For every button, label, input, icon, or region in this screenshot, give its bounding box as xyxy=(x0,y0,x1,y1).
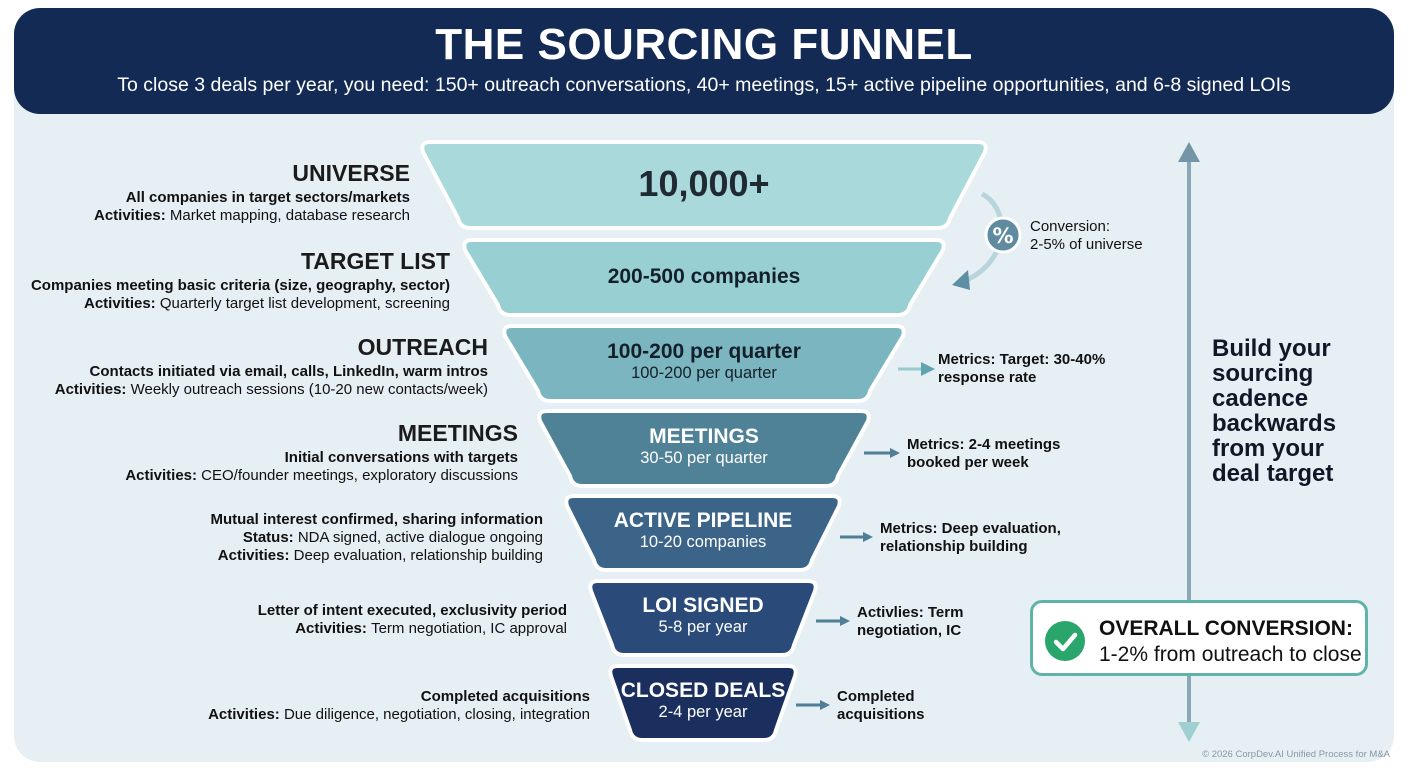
stage-title: UNIVERSE xyxy=(292,160,410,186)
funnel-stage-2 xyxy=(462,238,946,317)
stage-main-label: 10,000+ xyxy=(638,163,770,204)
copyright: © 2026 CorpDev.AI Unified Process for M&… xyxy=(1202,749,1390,760)
funnel-stage-6 xyxy=(588,579,818,657)
stage-description: Letter of intent executed, exclusivity p… xyxy=(257,602,567,637)
stage-metric-note: Metrics: Target: 30-40%response rate xyxy=(938,351,1106,386)
funnel-stage-1 xyxy=(420,140,988,230)
cadence-text: Build your sourcing cadence backwards fr… xyxy=(1212,335,1337,487)
stage-sub-label: 10-20 companies xyxy=(639,533,767,551)
stage-sub-label: 30-50 per quarter xyxy=(640,448,768,467)
svg-text:%: % xyxy=(992,224,1013,248)
stage-main-label: ACTIVE PIPELINE xyxy=(613,509,793,532)
stage-main-label: CLOSED DEALS xyxy=(620,679,786,702)
funnel-stage-7 xyxy=(608,664,798,742)
stage-title: MEETINGS xyxy=(397,420,518,446)
funnel-stage-label: 200-500 companies xyxy=(504,265,904,289)
header-banner xyxy=(14,8,1394,114)
stage-metric-note: Metrics: Deep evaluation,relationship bu… xyxy=(880,520,1061,555)
stage-main-label: MEETINGS xyxy=(649,424,759,448)
funnel-stage-3 xyxy=(502,324,906,403)
stage-description: Mutual interest confirmed, sharing infor… xyxy=(210,511,543,564)
overall-conversion-box: OVERALL CONVERSION: 1-2% from outreach t… xyxy=(1030,600,1368,676)
stage-main-label: 100-200 per quarter xyxy=(607,339,801,363)
check-icon xyxy=(1045,621,1085,661)
overall-title: OVERALL CONVERSION: xyxy=(1099,617,1353,640)
stage-title: OUTREACH xyxy=(357,334,488,360)
stage-main-label: LOI SIGNED xyxy=(642,594,764,617)
percent-icon xyxy=(984,216,1022,254)
stage-sub-label: 5-8 per year xyxy=(658,618,748,636)
funnel-stage-4 xyxy=(537,409,871,488)
conversion-note: Conversion: 2-5% of universe xyxy=(1030,218,1143,253)
stage-sub-label: 100-200 per quarter xyxy=(631,363,777,382)
page-subtitle: To close 3 deals per year, you need: 150… xyxy=(117,74,1291,96)
stage-sub-label: 2-4 per year xyxy=(658,703,748,721)
funnel-stage-label: 10,000+ xyxy=(504,163,904,205)
stage-title: TARGET LIST xyxy=(300,248,450,274)
page-title: THE SOURCING FUNNEL xyxy=(435,20,973,69)
funnel-stage-5 xyxy=(564,494,842,572)
stage-main-label: 200-500 companies xyxy=(607,264,801,288)
overall-subtitle: 1-2% from outreach to close xyxy=(1099,643,1362,666)
